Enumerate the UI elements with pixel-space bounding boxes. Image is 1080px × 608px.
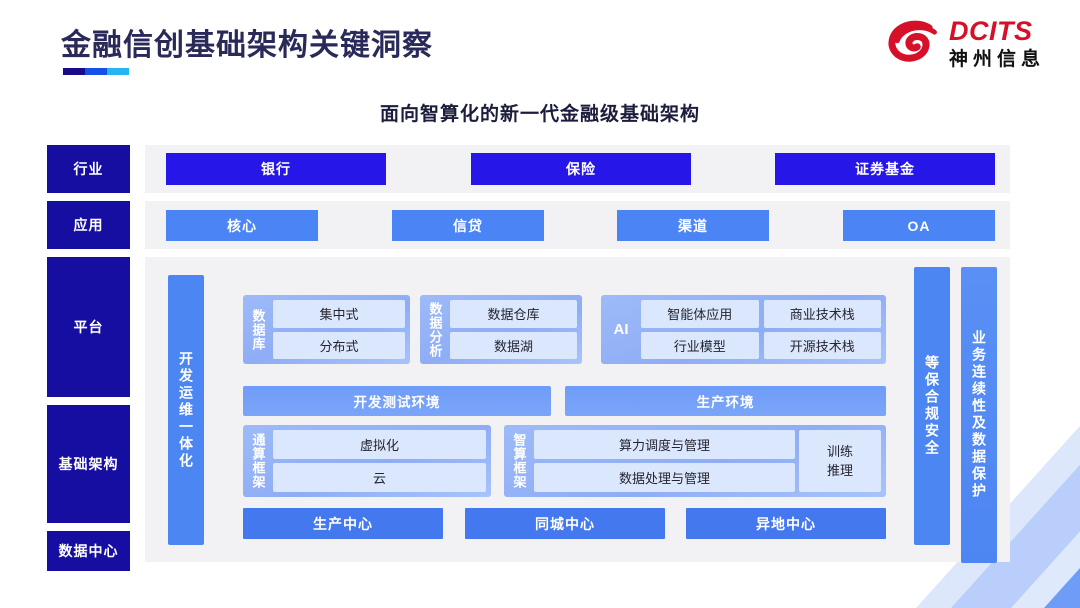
page-header: 金融信创基础架构关键洞察 DCITS 神州信息 <box>0 0 1080 90</box>
application-pill-credit-label: 信贷 <box>453 217 483 234</box>
industry-pill-securities-fund-label: 证券基金 <box>855 161 915 177</box>
group-general-compute-title: 通算框架 <box>250 433 266 489</box>
industry-pill-insurance[interactable]: 保险 <box>471 153 691 185</box>
logo-english-name: DCITS <box>948 15 1033 46</box>
group-intelligent-compute-row-2: 数据处理与管理 <box>534 463 795 492</box>
datacenter-production[interactable]: 生产中心 <box>243 508 443 539</box>
group-database-title: 数据库 <box>250 308 266 351</box>
group-intelligent-compute-stack: 算力调度与管理 数据处理与管理 <box>534 430 795 492</box>
application-pill-channel-label: 渠道 <box>678 217 708 234</box>
chip-commercial-tech-stack[interactable]: 商业技术栈 <box>763 300 881 328</box>
chip-data-lake[interactable]: 数据湖 <box>450 331 577 359</box>
chip-virtualization[interactable]: 虚拟化 <box>273 430 486 459</box>
datacenter-metro[interactable]: 同城中心 <box>465 508 665 539</box>
group-general-compute-framework: 通算框架 虚拟化 云 <box>243 425 491 497</box>
chip-open-source-tech-stack[interactable]: 开源技术栈 <box>763 331 881 359</box>
group-data-analysis-row-2: 数据湖 <box>450 331 577 359</box>
application-pill-credit[interactable]: 信贷 <box>392 210 544 241</box>
chip-data-warehouse[interactable]: 数据仓库 <box>450 300 577 328</box>
industry-pill-bank[interactable]: 银行 <box>166 153 386 185</box>
group-intelligent-compute-body: 算力调度与管理 数据处理与管理 训练 推理 <box>534 430 881 492</box>
group-data-analysis-row-1: 数据仓库 <box>450 300 577 328</box>
subtitle: 面向智算化的新一代金融级基础架构 <box>379 104 700 125</box>
group-ai-title: AI <box>613 321 629 338</box>
rule-segment-2 <box>85 68 107 75</box>
devops-vertical-bar-label: 开发运维一体化 <box>178 350 194 470</box>
environment-production-label: 生产环境 <box>696 395 755 410</box>
group-general-compute-row-1: 虚拟化 <box>273 430 486 459</box>
dcits-logo-mark-icon <box>888 20 937 62</box>
rule-segment-1 <box>63 68 85 75</box>
group-database: 数据库 集中式 分布式 <box>243 295 410 364</box>
application-pill-core[interactable]: 核心 <box>166 210 318 241</box>
group-database-row-2: 分布式 <box>273 331 405 359</box>
group-intelligent-compute-row-1: 算力调度与管理 <box>534 430 795 459</box>
group-database-body: 集中式 分布式 <box>273 300 405 359</box>
compliance-security-vertical-bar[interactable]: 等保合规安全 <box>914 267 950 545</box>
industry-pill-bank-label: 银行 <box>261 161 291 177</box>
application-pill-oa[interactable]: OA <box>843 210 995 241</box>
datacenter-metro-label: 同城中心 <box>535 515 595 532</box>
chip-agent-application[interactable]: 智能体应用 <box>641 300 759 328</box>
group-general-compute-row-2: 云 <box>273 463 486 492</box>
environment-dev-test[interactable]: 开发测试环境 <box>243 386 551 416</box>
tier-label-application-text: 应用 <box>73 217 104 233</box>
logo-chinese-name: 神州信息 <box>948 48 1045 70</box>
group-general-compute-body: 虚拟化 云 <box>273 430 486 492</box>
architecture-diagram: 行业 应用 平台 基础架构 数据中心 银行 保险 证券基金 核心 信贷 渠道 O… <box>0 140 1080 571</box>
group-data-analysis-title: 数据分析 <box>427 301 443 358</box>
group-ai-body: 智能体应用 商业技术栈 行业模型 开源技术栈 <box>641 300 881 359</box>
tier-label-platform-text: 平台 <box>73 319 104 335</box>
group-ai-row-2: 行业模型 开源技术栈 <box>641 331 881 359</box>
tier-label-industry-text: 行业 <box>73 161 104 177</box>
industry-pill-insurance-label: 保险 <box>566 161 596 177</box>
page-title: 金融信创基础架构关键洞察 <box>61 29 433 62</box>
tier-label-datacenter: 数据中心 <box>47 531 130 571</box>
tier-label-industry: 行业 <box>47 145 130 193</box>
tier-label-datacenter-text: 数据中心 <box>58 543 119 559</box>
datacenter-remote[interactable]: 异地中心 <box>686 508 886 539</box>
application-pill-core-label: 核心 <box>227 217 257 234</box>
chip-training-label: 训练 <box>826 443 853 459</box>
tier-label-infrastructure-text: 基础架构 <box>58 456 119 472</box>
group-intelligent-compute-title: 智算框架 <box>511 433 527 489</box>
business-continuity-label: 业务连续性及数据保护 <box>971 330 987 500</box>
datacenter-remote-label: 异地中心 <box>756 515 816 532</box>
logo-text: DCITS 神州信息 <box>948 15 1045 70</box>
chip-compute-scheduling[interactable]: 算力调度与管理 <box>534 430 795 459</box>
business-continuity-vertical-bar[interactable]: 业务连续性及数据保护 <box>961 267 997 563</box>
application-pill-channel[interactable]: 渠道 <box>617 210 769 241</box>
industry-pill-securities-fund[interactable]: 证券基金 <box>775 153 995 185</box>
compliance-security-label: 等保合规安全 <box>924 355 940 457</box>
tier-label-application: 应用 <box>47 201 130 249</box>
group-ai: AI 智能体应用 商业技术栈 行业模型 开源技术栈 <box>601 295 886 364</box>
chip-centralized[interactable]: 集中式 <box>273 300 405 328</box>
group-data-analysis-body: 数据仓库 数据湖 <box>450 300 577 359</box>
group-intelligent-compute-framework: 智算框架 算力调度与管理 数据处理与管理 训练 推理 <box>504 425 886 497</box>
tier-label-infrastructure: 基础架构 <box>47 405 130 523</box>
title-underline-rule <box>63 68 129 75</box>
chip-training-inference[interactable]: 训练 推理 <box>799 430 881 492</box>
environment-dev-test-label: 开发测试环境 <box>353 395 441 410</box>
devops-vertical-bar[interactable]: 开发运维一体化 <box>168 275 204 545</box>
group-data-analysis: 数据分析 数据仓库 数据湖 <box>420 295 582 364</box>
chip-distributed[interactable]: 分布式 <box>273 331 405 359</box>
chip-inference-label: 推理 <box>826 463 853 478</box>
group-database-row-1: 集中式 <box>273 300 405 328</box>
tier-label-platform: 平台 <box>47 257 130 397</box>
datacenter-production-label: 生产中心 <box>313 515 373 532</box>
chip-cloud[interactable]: 云 <box>273 463 486 492</box>
chip-data-processing[interactable]: 数据处理与管理 <box>534 463 795 492</box>
application-pill-oa-label: OA <box>907 217 931 234</box>
rule-segment-3 <box>107 68 129 75</box>
group-ai-row-1: 智能体应用 商业技术栈 <box>641 300 881 328</box>
environment-production[interactable]: 生产环境 <box>565 386 886 416</box>
chip-industry-model[interactable]: 行业模型 <box>641 331 759 359</box>
dcits-logo: DCITS 神州信息 <box>887 16 1045 70</box>
